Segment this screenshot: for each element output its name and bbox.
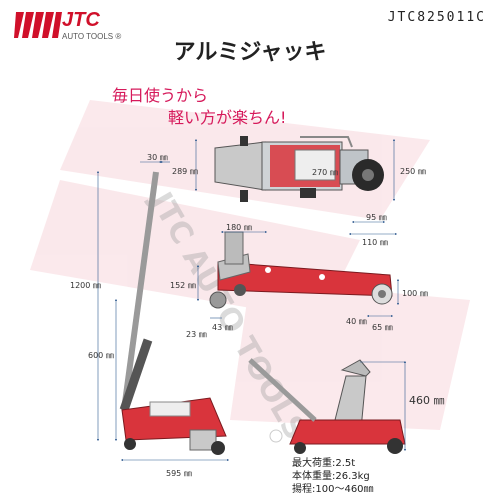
dim-152: 152 ㎜ — [170, 281, 196, 290]
dim-95: 95 ㎜ — [366, 213, 387, 222]
full-view-jack — [119, 171, 227, 455]
spec-item: 揚程:100〜460㎜ — [292, 484, 374, 495]
dim-30: 30 ㎜ — [147, 153, 168, 162]
logo-subtext: AUTO TOOLS ® — [62, 32, 122, 41]
dim-23: 23 ㎜ — [186, 330, 207, 339]
spec-list: 最大荷重:2.5t 本体重量:26.3kg 揚程:100〜460㎜ — [292, 457, 374, 496]
brand-logo-icon — [14, 12, 62, 38]
slogan-line-1: 毎日使うから — [112, 86, 209, 105]
dim-65: 65 ㎜ — [372, 323, 393, 332]
slogan-line-2: 軽い方が楽ちん! — [168, 108, 287, 127]
top-view-jack — [214, 136, 384, 202]
side-view-jack — [209, 231, 393, 309]
dim-110: 110 ㎜ — [362, 238, 388, 247]
page-title: アルミジャッキ — [173, 40, 327, 65]
dim-100: 100 ㎜ — [402, 289, 428, 298]
spec-item: 最大荷重:2.5t — [292, 458, 356, 469]
dim-460: 460 ㎜ — [409, 394, 445, 407]
dim-270: 270 ㎜ — [312, 168, 338, 177]
dim-1200: 1200 ㎜ — [70, 281, 101, 290]
dim-600: 600 ㎜ — [88, 351, 114, 360]
raised-view-jack — [248, 358, 406, 454]
dim-43: 43 ㎜ — [212, 323, 233, 332]
dim-40: 40 ㎜ — [346, 317, 367, 326]
dim-595: 595 ㎜ — [166, 469, 192, 478]
product-code: JTC825011C — [387, 10, 486, 25]
logo-text: JTC — [62, 9, 100, 31]
dim-180: 180 ㎜ — [226, 223, 252, 232]
dim-250: 250 ㎜ — [400, 167, 426, 176]
spec-item: 本体重量:26.3kg — [292, 471, 370, 482]
dim-289: 289 ㎜ — [172, 167, 198, 176]
